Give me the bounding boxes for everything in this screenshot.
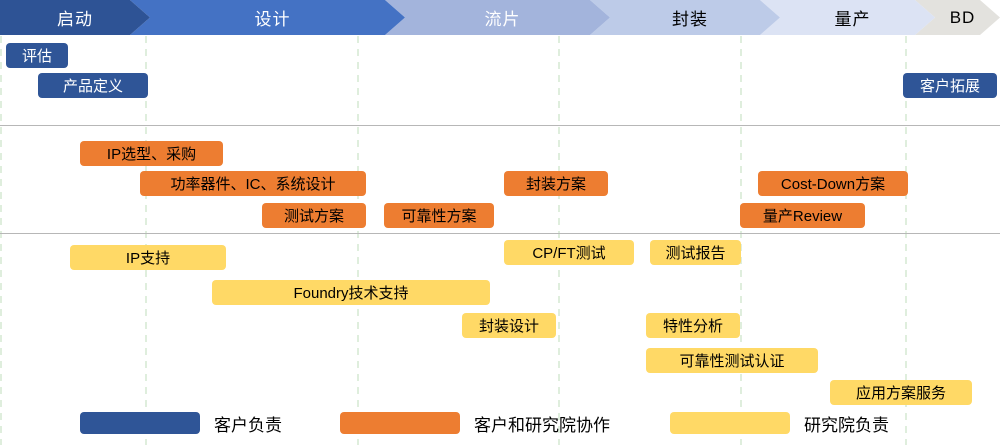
- phase-chevron-1[interactable]: 启动: [0, 0, 150, 35]
- legend-swatch: [340, 412, 460, 434]
- task-bar[interactable]: 评估: [6, 43, 68, 68]
- phase-label: 设计: [254, 10, 291, 29]
- phase-chevron-5[interactable]: 量产: [760, 0, 935, 35]
- task-bar[interactable]: 应用方案服务: [830, 380, 972, 405]
- task-bar[interactable]: 封装设计: [462, 313, 556, 338]
- legend-label: 客户和研究院协作: [474, 415, 610, 435]
- task-bar[interactable]: 封装方案: [504, 171, 608, 196]
- legend-item: 研究院负责: [670, 408, 889, 438]
- gridline-vertical-6: [905, 36, 907, 445]
- task-bar[interactable]: IP支持: [70, 245, 226, 270]
- task-bar[interactable]: 测试报告: [650, 240, 741, 265]
- row-separator-2: [0, 233, 1000, 234]
- task-bar[interactable]: 测试方案: [262, 203, 366, 228]
- phase-label: 流片: [484, 10, 521, 29]
- legend-item: 客户和研究院协作: [340, 408, 610, 438]
- task-bar[interactable]: 可靠性测试认证: [646, 348, 818, 373]
- task-bar[interactable]: CP/FT测试: [504, 240, 634, 265]
- phase-chevron-3[interactable]: 流片: [385, 0, 610, 35]
- task-bar[interactable]: 可靠性方案: [384, 203, 494, 228]
- legend-swatch: [670, 412, 790, 434]
- legend-swatch: [80, 412, 200, 434]
- task-bar[interactable]: Foundry技术支持: [212, 280, 490, 305]
- task-bar[interactable]: 特性分析: [646, 313, 740, 338]
- legend-label: 研究院负责: [804, 415, 889, 435]
- legend: 客户负责 客户和研究院协作 研究院负责: [0, 408, 1000, 445]
- task-bar[interactable]: Cost-Down方案: [758, 171, 908, 196]
- phase-label: BD: [949, 7, 976, 27]
- phase-chevron-2[interactable]: 设计: [130, 0, 405, 35]
- gridline-vertical-5: [740, 36, 742, 445]
- phase-chevron-4[interactable]: 封装: [590, 0, 780, 35]
- task-bar[interactable]: 客户拓展: [903, 73, 997, 98]
- task-bar[interactable]: IP选型、采购: [80, 141, 223, 166]
- phase-label: 量产: [834, 10, 871, 29]
- legend-label: 客户负责: [214, 415, 282, 435]
- task-bar[interactable]: 产品定义: [38, 73, 148, 98]
- phase-header-band: 启动 设计 流片 封装 量产 BD: [0, 0, 1000, 35]
- gridline-vertical-1: [0, 36, 2, 445]
- task-bar[interactable]: 功率器件、IC、系统设计: [140, 171, 366, 196]
- phase-label: 封装: [672, 10, 708, 29]
- row-separator-1: [0, 125, 1000, 126]
- phase-label: 启动: [57, 10, 93, 29]
- legend-item: 客户负责: [80, 408, 282, 438]
- task-bar[interactable]: 量产Review: [740, 203, 865, 228]
- gridline-vertical-2: [145, 36, 147, 445]
- gridline-vertical-3: [357, 36, 359, 445]
